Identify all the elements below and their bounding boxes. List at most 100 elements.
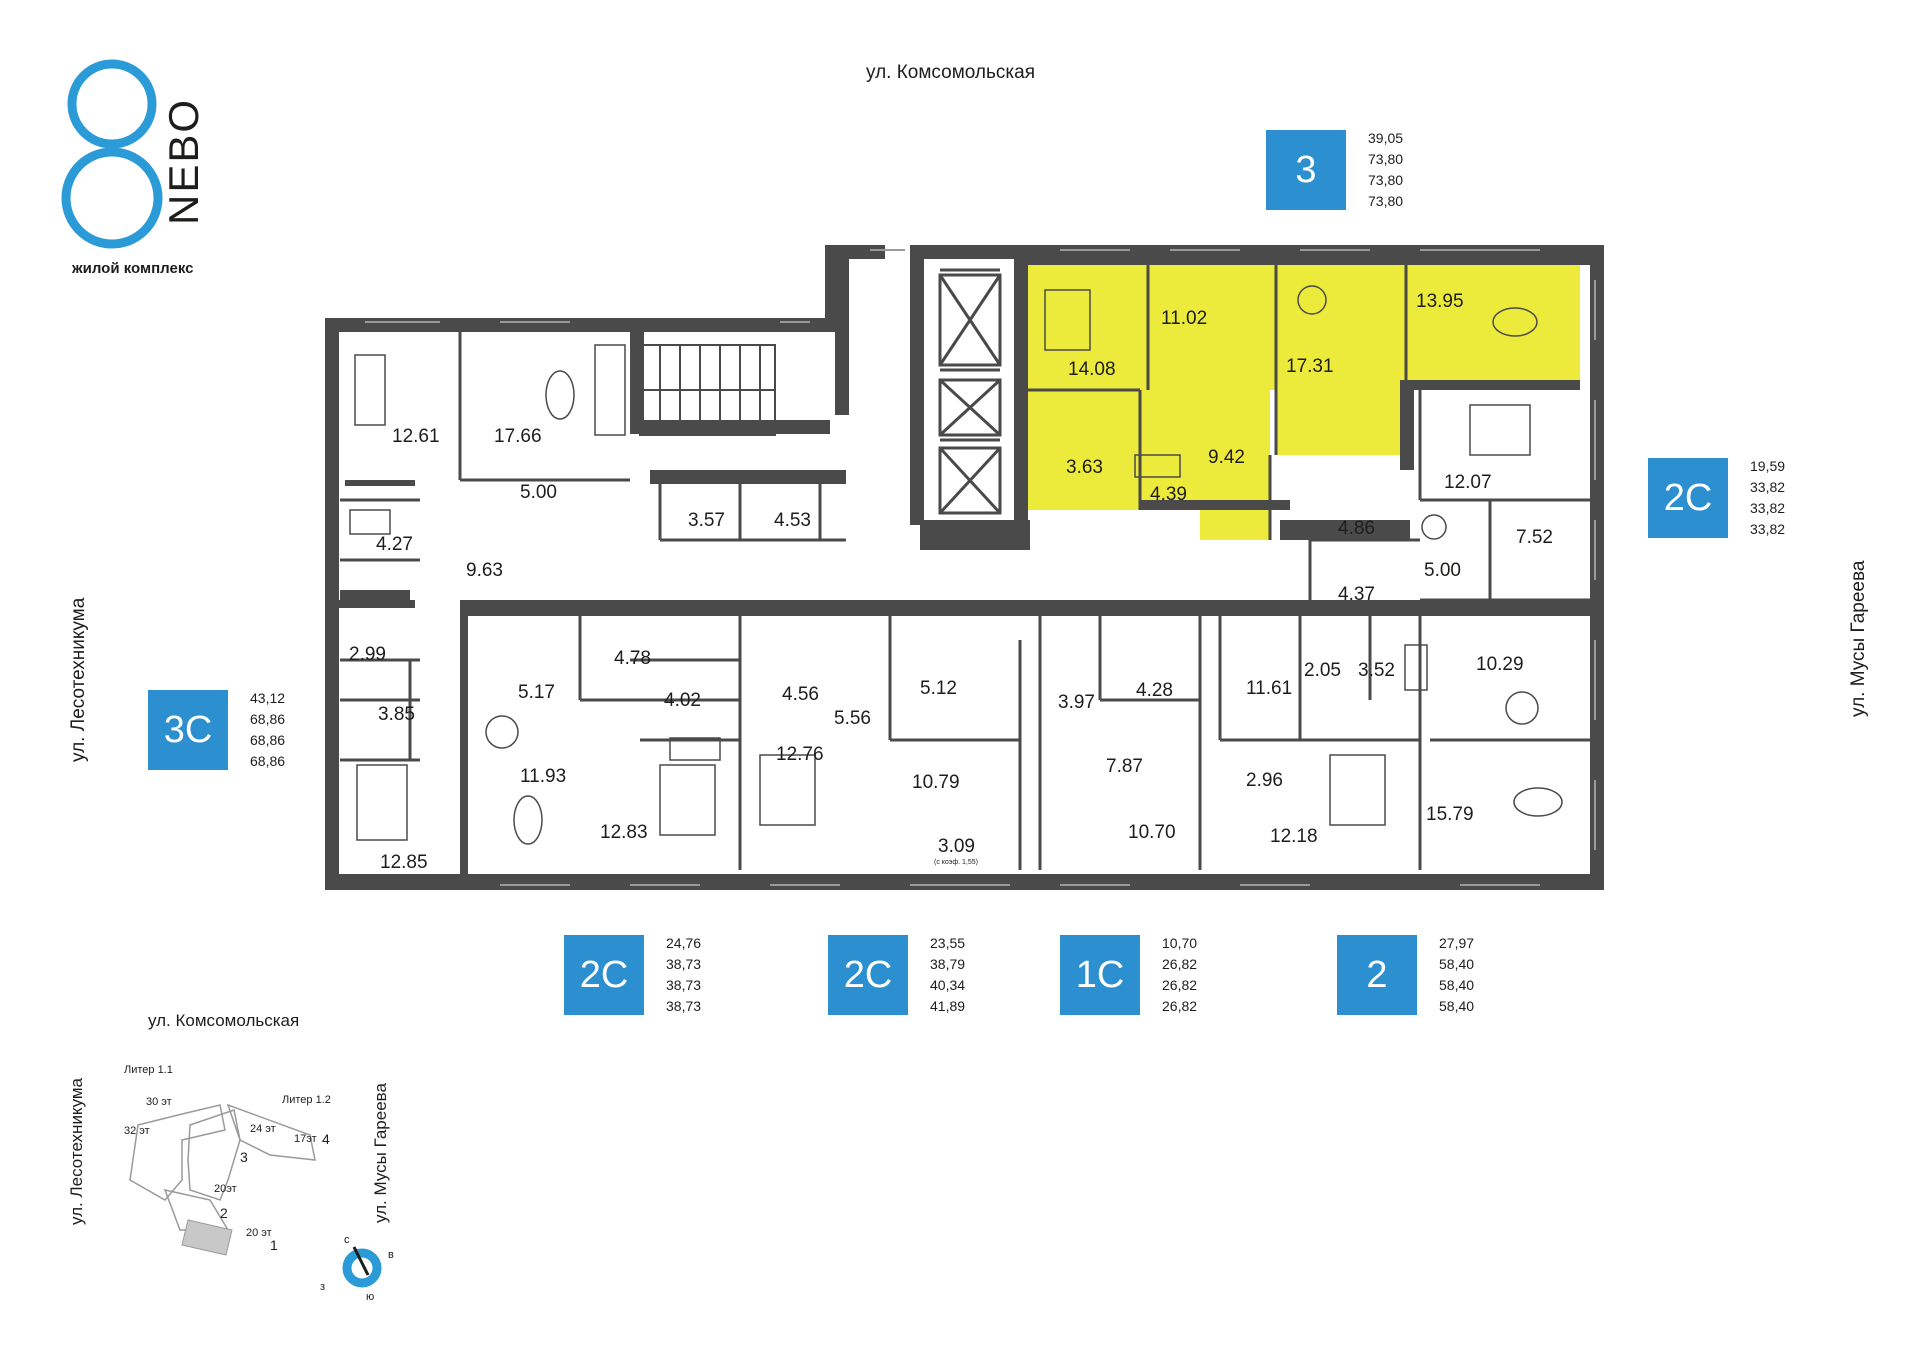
keyplan-liter-1-2: Литер 1.2 [282,1094,331,1106]
room-area: 12.83 [600,822,648,843]
room-area: 11.02 [1161,308,1207,329]
area-value: 33,82 [1750,479,1786,495]
area-value: 58,40 [1439,956,1475,972]
room-area: 12.07 [1444,472,1492,493]
room-area: 4.86 [1338,518,1375,539]
area-value: 39,05 [1368,130,1404,146]
room-area: 2.05 [1304,660,1341,681]
room-area: 13.95 [1416,291,1464,312]
area-value: 38,73 [666,998,702,1014]
apartment-badge-2c-a[interactable]: 2С [564,935,644,1015]
keyplan-section: 4 [322,1131,330,1147]
area-value: 73,80 [1368,172,1404,188]
room-area: 9.63 [466,560,503,581]
keyplan-section: 3 [240,1149,248,1165]
room-area: 3.57 [688,510,725,531]
keyplan-floors: 32 эт [124,1125,150,1137]
area-value: 38,73 [666,956,702,972]
apartment-badge-2c-b[interactable]: 2С [828,935,908,1015]
room-area: 12.18 [1270,826,1318,847]
keyplan-section-1[interactable] [181,1219,233,1256]
keyplan-liter-1-1: Литер 1.1 [124,1064,173,1076]
room-area: 15.79 [1426,804,1474,825]
apartment-areas-2c-a: 24,76 38,73 38,73 38,73 [666,933,701,1017]
interior-walls [340,265,1590,870]
room-area: 5.00 [520,482,557,503]
area-value: 38,73 [666,977,702,993]
room-area: 2.96 [1246,770,1283,791]
apartment-badge-1c[interactable]: 1С [1060,935,1140,1015]
room-area: 7.87 [1106,756,1143,777]
elevator-shafts [938,273,1002,515]
area-value: 43,12 [250,690,286,706]
keyplan-street-left: ул. Лесотехникума [67,1077,86,1225]
area-value: 26,82 [1162,998,1198,1014]
room-area: 10.70 [1128,822,1176,843]
room-area: 4.39 [1150,484,1187,505]
compass-needle [352,1246,370,1276]
room-area: 4.02 [664,690,701,711]
room-area: 3.52 [1358,660,1395,681]
room-area: 4.37 [1338,584,1375,605]
keyplan-floors: 20 эт [246,1227,272,1239]
area-value: 26,82 [1162,956,1198,972]
balcony-note: (с коэф. 1,55) [934,859,978,866]
compass-icon [342,1248,382,1288]
area-value: 26,82 [1162,977,1198,993]
compass-east: в [388,1249,394,1261]
room-area: 12.76 [776,744,824,765]
area-value: 33,82 [1750,521,1786,537]
room-area: 17.31 [1286,356,1334,377]
area-value: 38,79 [930,956,966,972]
room-area: 11.61 [1246,678,1292,699]
keyplan-section: 1 [270,1237,278,1253]
keyplan-outline [129,1103,316,1231]
area-value: 33,82 [1750,500,1786,516]
room-area: 12.61 [392,426,440,447]
street-top: ул. Комсомольская [866,62,1035,83]
room-area: 4.78 [614,648,651,669]
apartment-badge-2[interactable]: 2 [1337,935,1417,1015]
room-area: 3.85 [378,704,415,725]
apartment-areas-3: 39,05 73,80 73,80 73,80 [1368,128,1403,212]
area-value: 40,34 [930,977,966,993]
windows [365,249,1596,886]
room-area: 5.00 [1424,560,1461,581]
keyplan-floors: 30 эт [146,1096,172,1108]
room-area: 5.56 [834,708,871,729]
room-area: 4.27 [376,534,413,555]
compass-north: с [344,1234,350,1246]
stairs [639,344,776,436]
room-area: 12.85 [380,852,428,873]
area-value: 73,80 [1368,193,1404,209]
apartment-badge-3[interactable]: 3 [1266,130,1346,210]
room-area: 2.99 [349,644,386,665]
room-area: 17.66 [494,426,542,447]
keyplan-floors: 17эт [294,1133,317,1145]
apartment-areas-2: 27,97 58,40 58,40 58,40 [1439,933,1474,1017]
apartment-areas-3c: 43,12 68,86 68,86 68,86 [250,688,285,772]
area-value: 68,86 [250,711,286,727]
apartment-areas-2c-right: 19,59 33,82 33,82 33,82 [1750,456,1785,540]
apartment-areas-1c: 10,70 26,82 26,82 26,82 [1162,933,1197,1017]
keyplan: Литер 1.1 Литер 1.2 30 эт 32 эт 24 эт 17… [124,1064,394,1300]
area-value: 68,86 [250,753,286,769]
room-area: 5.17 [518,682,555,703]
room-area: 11.93 [520,766,566,787]
apartment-badge-3c[interactable]: 3С [148,690,228,770]
room-area: 4.56 [782,684,819,705]
apartment-badge-2c-right[interactable]: 2С [1648,458,1728,538]
keyplan-floors: 24 эт [250,1123,276,1135]
area-value: 27,97 [1439,935,1475,951]
room-area: 3.63 [1066,457,1103,478]
apartment-areas-2c-b: 23,55 38,79 40,34 41,89 [930,933,965,1017]
room-area: 4.53 [774,510,811,531]
compass-south: ю [366,1291,374,1300]
logo-circle-top [67,59,157,149]
area-value: 68,86 [250,732,286,748]
furniture [349,285,1563,845]
room-area: 9.42 [1208,447,1245,468]
brand-subtitle: жилой комплекс [72,260,194,277]
area-value: 41,89 [930,998,966,1014]
area-value: 19,59 [1750,458,1786,474]
